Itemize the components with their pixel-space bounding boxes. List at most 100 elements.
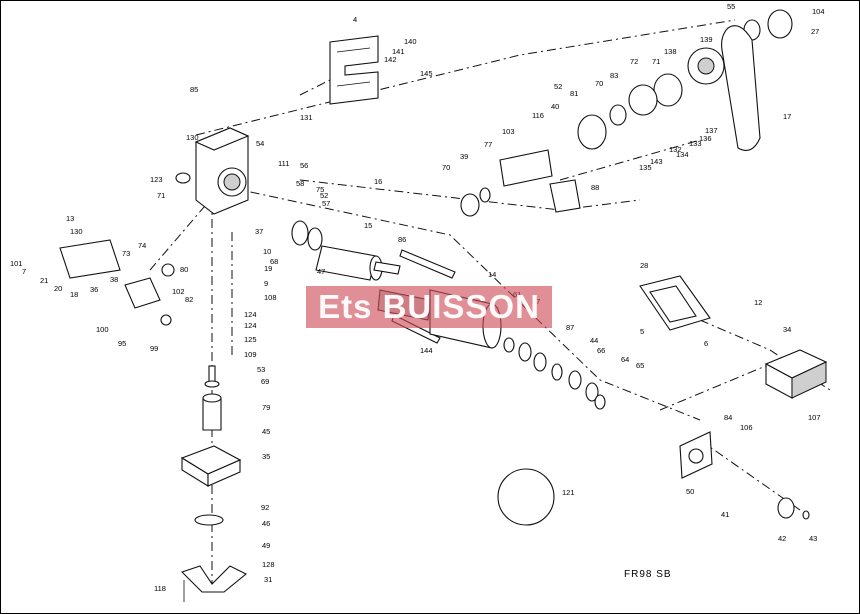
- part-label-138: 138: [664, 47, 677, 56]
- part-label-31: 31: [264, 575, 272, 584]
- part-label-88: 88: [591, 183, 599, 192]
- part-label-58: 58: [296, 179, 304, 188]
- part-label-17: 17: [783, 112, 791, 121]
- part-label-86: 86: [398, 235, 406, 244]
- part-label-37: 37: [255, 227, 263, 236]
- part-label-35: 35: [262, 452, 270, 461]
- part-label-54: 54: [256, 139, 264, 148]
- part-label-95: 95: [118, 339, 126, 348]
- part-label-72: 72: [630, 57, 638, 66]
- part-label-6: 6: [704, 339, 708, 348]
- part-label-65: 65: [636, 361, 644, 370]
- part-label-134: 134: [676, 150, 689, 159]
- part-label-136: 136: [699, 134, 712, 143]
- part-label-71: 71: [157, 191, 165, 200]
- part-label-92: 92: [261, 503, 269, 512]
- part-label-66: 66: [597, 346, 605, 355]
- part-label-100: 100: [96, 325, 109, 334]
- part-label-121: 121: [562, 488, 575, 497]
- part-label-131: 131: [300, 113, 313, 122]
- part-label-128: 128: [262, 560, 275, 569]
- part-label-82: 82: [185, 295, 193, 304]
- part-label-40: 40: [551, 102, 559, 111]
- part-label-42: 42: [778, 534, 786, 543]
- part-label-20: 20: [54, 284, 62, 293]
- part-label-28: 28: [640, 261, 648, 270]
- part-label-50: 50: [686, 487, 694, 496]
- part-label-53: 53: [257, 365, 265, 374]
- part-label-4: 4: [353, 15, 357, 24]
- part-label-133: 133: [689, 139, 702, 148]
- part-label-55: 55: [727, 2, 735, 11]
- part-label-124: 124: [244, 310, 257, 319]
- part-label-130: 130: [186, 133, 199, 142]
- part-label-64: 64: [621, 355, 629, 364]
- part-label-56: 56: [300, 161, 308, 170]
- part-label-9: 9: [264, 279, 268, 288]
- part-label-83: 83: [610, 71, 618, 80]
- part-label-68: 68: [270, 257, 278, 266]
- part-label-57: 57: [322, 199, 330, 208]
- part-label-111: 111: [278, 159, 289, 168]
- part-label-81: 81: [570, 89, 578, 98]
- part-label-84: 84: [724, 413, 732, 422]
- part-label-70: 70: [595, 79, 603, 88]
- part-label-107: 107: [808, 413, 821, 422]
- part-label-141: 141: [392, 47, 405, 56]
- part-label-34: 34: [783, 325, 791, 334]
- part-label-80: 80: [180, 265, 188, 274]
- part-number-labels: 4140141142145131851305411112371565875525…: [10, 2, 825, 593]
- part-label-70: 70: [442, 163, 450, 172]
- part-label-13: 13: [66, 214, 74, 223]
- part-label-135: 135: [639, 163, 652, 172]
- part-label-74: 74: [138, 241, 146, 250]
- part-label-71: 71: [652, 57, 660, 66]
- part-label-38: 38: [110, 275, 118, 284]
- part-label-144: 144: [420, 346, 433, 355]
- part-label-49: 49: [262, 541, 270, 550]
- part-label-36: 36: [90, 285, 98, 294]
- part-label-130: 130: [70, 227, 83, 236]
- part-label-69: 69: [261, 377, 269, 386]
- part-label-124: 124: [244, 321, 257, 330]
- part-label-140: 140: [404, 37, 417, 46]
- part-label-85: 85: [190, 85, 198, 94]
- watermark-text: Ets BUISSON: [318, 288, 540, 325]
- part-label-15: 15: [364, 221, 372, 230]
- part-label-52: 52: [554, 82, 562, 91]
- part-label-108: 108: [264, 293, 277, 302]
- part-label-109: 109: [244, 350, 257, 359]
- part-label-5: 5: [640, 327, 644, 336]
- part-label-14: 14: [488, 270, 496, 279]
- part-label-39: 39: [460, 152, 468, 161]
- part-label-21: 21: [40, 276, 48, 285]
- part-label-77: 77: [484, 140, 492, 149]
- part-label-142: 142: [384, 55, 397, 64]
- part-label-125: 125: [244, 335, 257, 344]
- part-label-43: 43: [809, 534, 817, 543]
- watermark: Ets BUISSON: [306, 286, 552, 328]
- part-label-52: 52: [320, 191, 328, 200]
- part-label-87: 87: [566, 323, 574, 332]
- part-label-79: 79: [262, 403, 270, 412]
- part-label-103: 103: [502, 127, 515, 136]
- part-label-116: 116: [532, 111, 544, 120]
- part-label-143: 143: [650, 157, 663, 166]
- part-label-16: 16: [374, 177, 382, 186]
- part-label-118: 118: [154, 584, 166, 593]
- part-label-44: 44: [590, 336, 598, 345]
- part-label-41: 41: [721, 510, 729, 519]
- part-label-73: 73: [122, 249, 130, 258]
- part-label-12: 12: [754, 298, 762, 307]
- part-label-123: 123: [150, 175, 163, 184]
- part-label-10: 10: [263, 247, 271, 256]
- part-label-132: 132: [669, 145, 682, 154]
- part-label-102: 102: [172, 287, 185, 296]
- part-label-47: 47: [317, 267, 325, 276]
- part-label-101: 101: [10, 259, 23, 268]
- part-label-139: 139: [700, 35, 713, 44]
- part-label-7: 7: [22, 267, 26, 276]
- part-label-27: 27: [811, 27, 819, 36]
- part-label-46: 46: [262, 519, 270, 528]
- part-label-104: 104: [812, 7, 825, 16]
